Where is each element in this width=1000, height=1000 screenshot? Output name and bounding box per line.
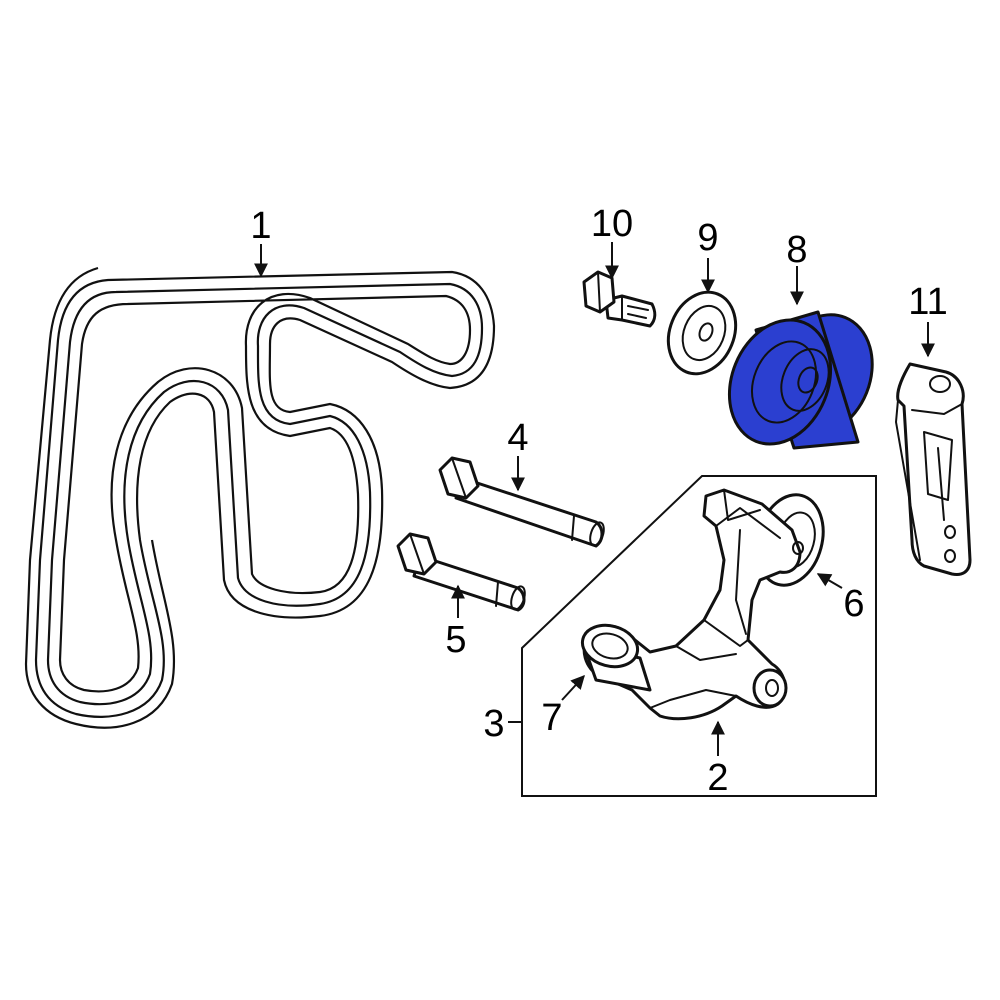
pulley-washer[interactable] xyxy=(657,282,748,384)
callouts: 1 10 9 8 11 4 5 6 7 3 2 xyxy=(250,203,947,799)
callout-11: 11 xyxy=(908,281,947,323)
long-bolt[interactable] xyxy=(438,456,606,548)
leader-lines xyxy=(254,242,935,756)
idler-pulley[interactable] xyxy=(712,300,890,460)
serpentine-belt[interactable] xyxy=(24,266,496,729)
callout-2: 2 xyxy=(707,757,728,799)
bolt-short[interactable] xyxy=(396,532,527,612)
callout-5: 5 xyxy=(445,619,466,661)
tensioner-bushing[interactable] xyxy=(578,619,652,692)
assembly-box xyxy=(521,475,877,797)
flange-bolt[interactable] xyxy=(582,270,657,328)
callout-10: 10 xyxy=(591,203,633,245)
callout-1: 1 xyxy=(250,205,271,247)
callout-3: 3 xyxy=(483,703,504,745)
mounting-bracket[interactable] xyxy=(895,362,972,576)
callout-6: 6 xyxy=(843,583,864,625)
callout-9: 9 xyxy=(697,217,718,259)
callout-8: 8 xyxy=(786,229,807,271)
callout-7: 7 xyxy=(541,697,562,739)
callout-4: 4 xyxy=(507,417,528,459)
